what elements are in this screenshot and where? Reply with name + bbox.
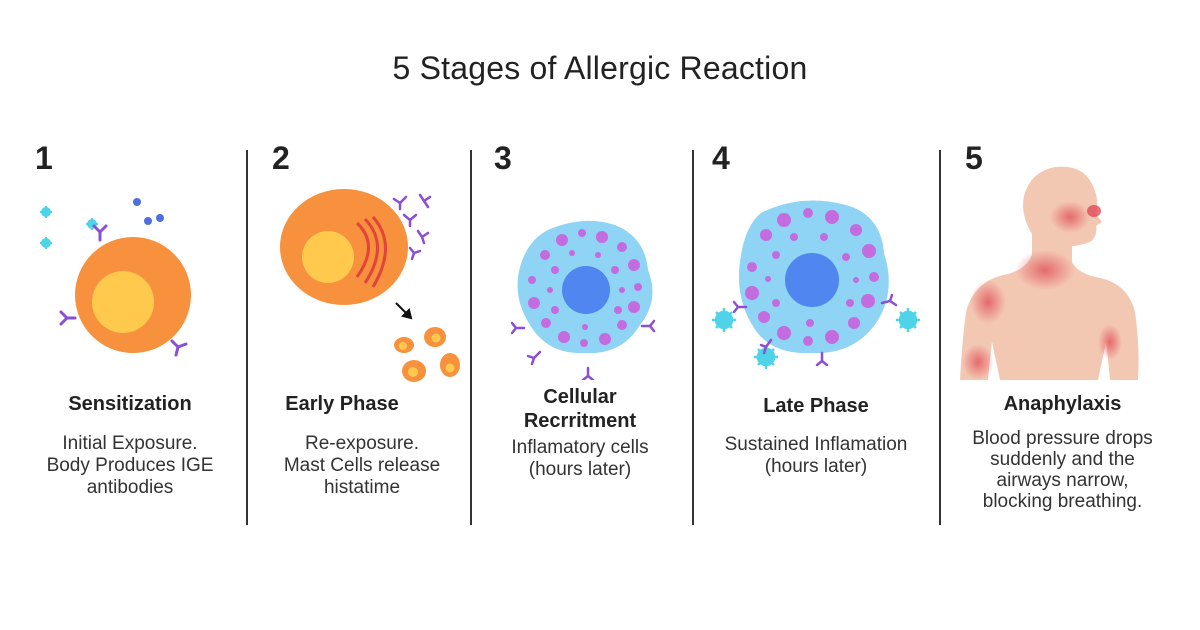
shoulder-inflammation: [970, 280, 1006, 324]
neck-inflammation: [1015, 250, 1075, 290]
stage-number: 1: [35, 140, 53, 176]
stage-heading: Cellular Recrritment: [523, 386, 637, 432]
page-title: 5 Stages of Allergic Reaction: [392, 50, 808, 86]
histamine-granule-icon: [394, 327, 460, 382]
stage-description: Re-exposure. Mast Cells release histatim…: [283, 433, 441, 498]
mast-cell-illustration: [280, 189, 460, 382]
stage-description: Sustained Inflamation (hours later): [724, 434, 908, 477]
arm-inflammation-right: [1098, 324, 1122, 360]
granule: [745, 208, 879, 346]
inflammatory-cell-illustration: [517, 220, 653, 354]
mast-cell-nucleus: [302, 231, 354, 283]
blue-particle-icon: [133, 198, 164, 225]
stage-description: Inflamatory cells (hours later): [511, 437, 649, 480]
divider-3: [692, 150, 694, 525]
golgi-structure: [355, 216, 387, 288]
sensitization-cell-illustration: [40, 198, 191, 357]
stage-description: Blood pressure drops suddenly and the ai…: [972, 428, 1153, 512]
stage-heading: Anaphylaxis: [1003, 393, 1122, 415]
antibody-icon: [392, 193, 432, 261]
arm-inflammation: [962, 344, 994, 380]
stage-description: Initial Exposure. Body Produces IGE anti…: [46, 433, 214, 498]
stage-heading: Sensitization: [68, 393, 192, 415]
stage-heading: Early Phase: [285, 393, 399, 415]
stage-2: 2 Early Phase Re-exposure. Mast Cells re…: [262, 140, 462, 540]
divider-4: [939, 150, 941, 525]
granule: [528, 229, 642, 347]
face-inflammation: [1050, 201, 1090, 233]
divider-2: [470, 150, 472, 525]
stage-number: 4: [712, 140, 730, 176]
antibody-icon: [59, 224, 188, 357]
late-phase-cell-illustration: [712, 200, 920, 369]
antibody-icon: [510, 319, 656, 380]
stage-5: 5 Anaphylaxis Blood pressure drops sudde…: [955, 140, 1170, 540]
stage-heading: Late Phase: [763, 395, 869, 417]
cell-nucleus: [785, 253, 839, 307]
antibody-icon: [732, 293, 898, 367]
human-body-illustration: [960, 166, 1139, 380]
stage-number: 2: [272, 140, 290, 176]
stage-number: 5: [965, 140, 983, 176]
nose-inflammation: [1087, 205, 1101, 217]
divider-1: [246, 150, 248, 525]
arrow-icon: [395, 302, 413, 320]
stage-1: 1 Sensitization Initial Exposure. Body P…: [30, 140, 230, 540]
cell-nucleus: [92, 271, 154, 333]
stage-4: 4 Late Phase Sust: [706, 140, 926, 540]
allergen-particle-icon: [40, 206, 98, 249]
cell-nucleus: [562, 266, 610, 314]
stage-number: 3: [494, 140, 512, 176]
stage-3: 3 Cellular Recrritment Inflamatory cells…: [480, 140, 680, 540]
